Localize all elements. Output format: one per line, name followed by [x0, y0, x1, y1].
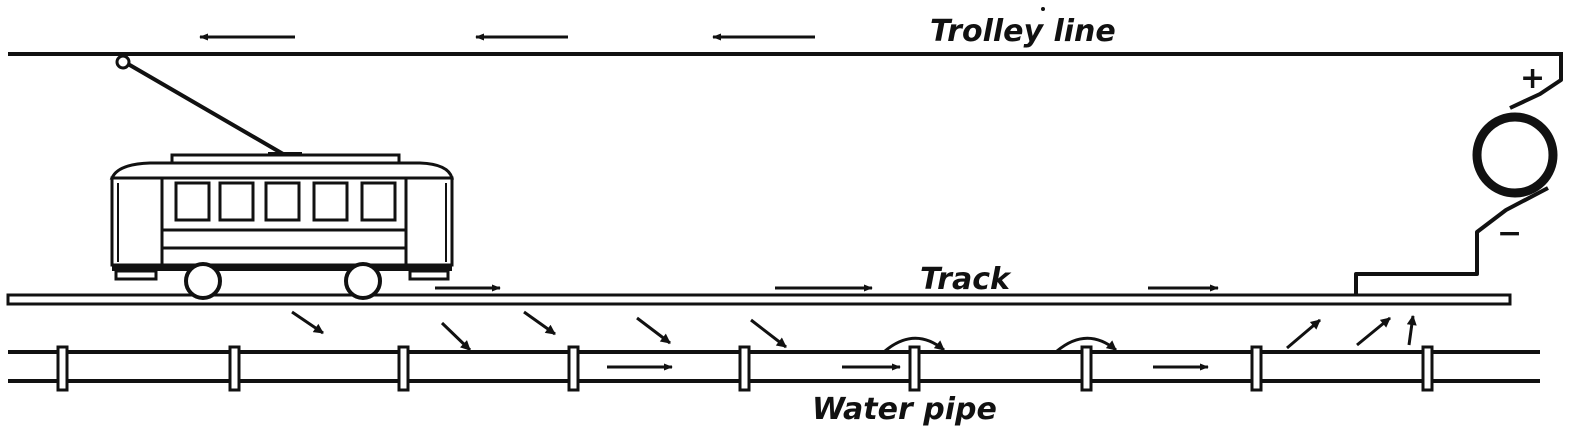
track-rail — [6, 293, 1512, 306]
pipe-joint — [567, 345, 580, 392]
car-wheel — [184, 262, 222, 300]
leak-arrow — [636, 316, 671, 345]
generator — [1354, 112, 1558, 296]
positive-terminal-label: + — [1520, 61, 1545, 96]
pipe-joint — [1250, 345, 1263, 392]
generator-circle — [1472, 112, 1558, 198]
return-arrow — [1356, 316, 1391, 347]
car-window — [218, 181, 255, 222]
pipe-joint — [1080, 345, 1093, 392]
pipe-joint — [397, 345, 410, 392]
trolley-line — [8, 52, 1563, 110]
car-window — [174, 181, 211, 222]
pipe-joint — [228, 345, 241, 392]
trolley-pole — [126, 62, 292, 160]
leakage-arrows-up — [1286, 315, 1417, 350]
trolley-wheel — [115, 54, 131, 70]
car-wheel — [344, 262, 382, 300]
pipe-joint — [56, 345, 69, 392]
leak-arrow — [440, 321, 472, 352]
car-window — [360, 181, 397, 222]
joint-bypass-arrows — [884, 336, 1117, 353]
trolley-line-label: Trolley line — [930, 14, 1116, 49]
leakage-arrows-down — [291, 310, 787, 352]
car-window — [264, 181, 301, 222]
pipe-joint — [908, 345, 921, 392]
bypass-arrow — [1056, 336, 1117, 353]
leak-arrow — [291, 310, 324, 335]
water-pipe — [8, 345, 1540, 392]
leak-arrow — [750, 318, 787, 349]
leak-arrow — [523, 310, 556, 336]
return-arrow — [1286, 318, 1321, 350]
dot-mark — [1041, 7, 1045, 11]
track-label: Track — [920, 262, 1012, 297]
pipe-joint — [1421, 345, 1434, 392]
pipe-joint — [738, 345, 751, 392]
water-pipe-label: Water pipe — [812, 392, 997, 427]
return-arrow — [1406, 315, 1417, 346]
negative-terminal-label: − — [1497, 216, 1522, 251]
car-window — [312, 181, 349, 222]
bypass-arrow — [884, 336, 945, 353]
trolley-car — [109, 54, 454, 300]
